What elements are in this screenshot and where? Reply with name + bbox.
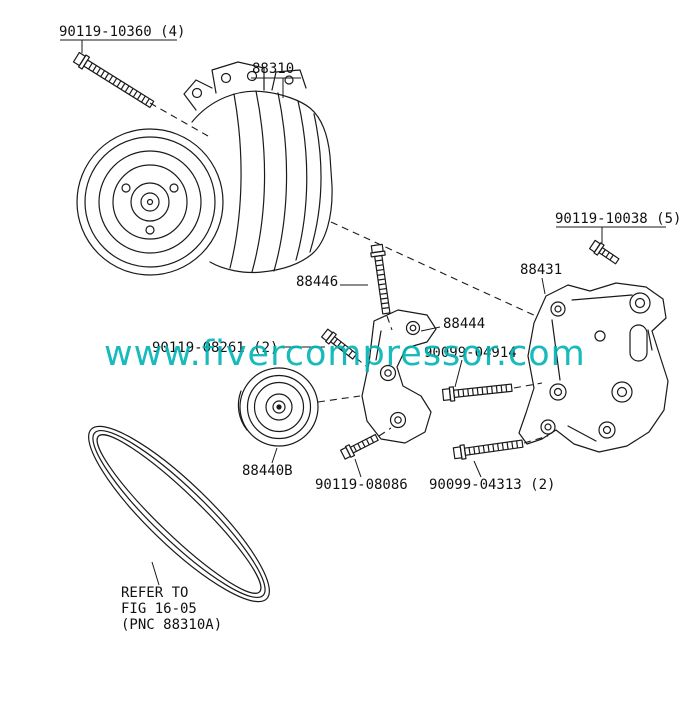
watermark: www.fivercompressor.com xyxy=(104,334,586,374)
assembly-dashed-lines xyxy=(149,102,549,444)
label-90099-04313: 90099-04313 (2) xyxy=(429,477,556,493)
label-88310: 88310 xyxy=(252,61,295,77)
belt-drawing xyxy=(88,425,270,603)
bracket-88431-drawing xyxy=(518,282,669,453)
bolt-90119-08086-drawing xyxy=(340,432,379,460)
bolt-90119-10360-drawing xyxy=(73,51,156,110)
bolt-90099-04914-drawing xyxy=(442,381,512,402)
label-88440B: 88440B xyxy=(242,463,293,479)
label-90099-04914: 90099-04914 xyxy=(424,345,517,361)
stud-88446-drawing xyxy=(370,244,393,314)
leader-lines xyxy=(60,39,666,586)
belt-note-line-3: (PNC 88310A) xyxy=(121,617,223,633)
label-90119-10360: 90119-10360 (4) xyxy=(59,24,186,40)
bolt-90099-04313-drawing xyxy=(453,437,523,460)
label-90119-08261: 90119-08261 (2) xyxy=(152,340,279,356)
label-90119-10038: 90119-10038 (5) xyxy=(555,211,682,227)
belt-note-line-1: REFER TO xyxy=(121,585,189,601)
label-88446: 88446 xyxy=(296,274,339,290)
label-88431: 88431 xyxy=(520,262,563,278)
bracket-88444-drawing xyxy=(361,309,437,444)
belt-note-line-2: FIG 16-05 xyxy=(121,601,197,617)
compressor-drawing xyxy=(76,61,333,276)
idler-pulley-drawing xyxy=(237,367,319,447)
label-90119-08086: 90119-08086 xyxy=(315,477,408,493)
bolt-90119-10038-drawing xyxy=(589,240,621,267)
label-88444: 88444 xyxy=(443,316,486,332)
